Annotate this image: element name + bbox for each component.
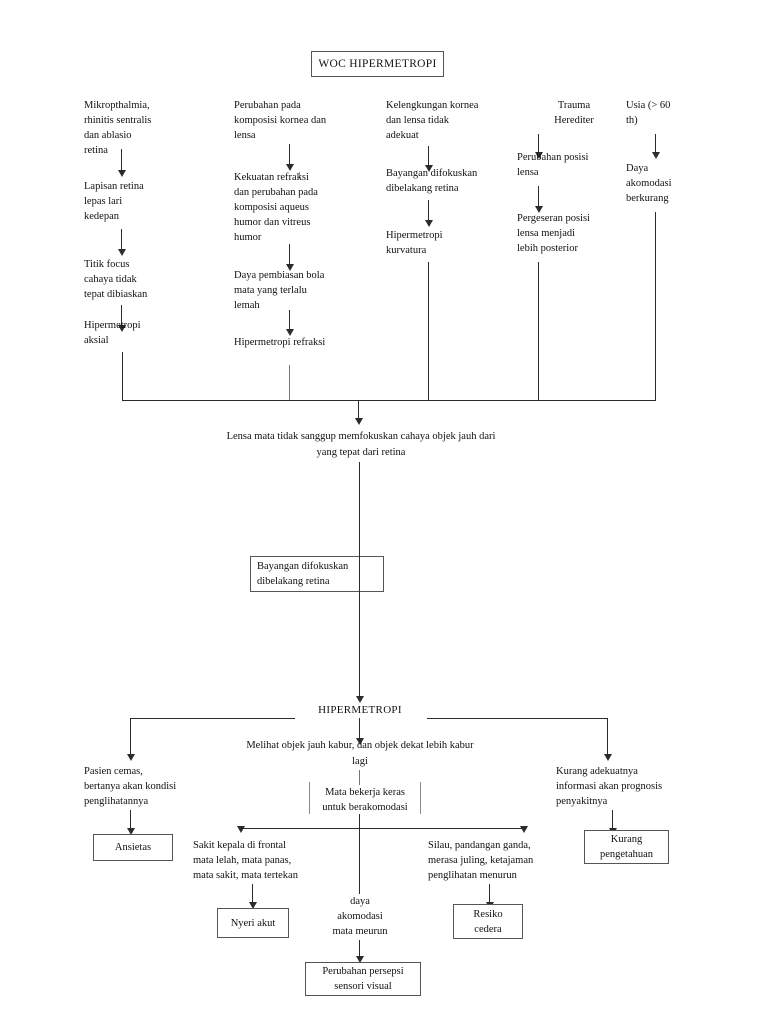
col2-busdrop: [289, 365, 290, 400]
col2-step3-text: Daya pembiasan bola mata yang terlalu le…: [234, 270, 325, 311]
col3-step3-text: Hipermetropi kurvatura: [386, 230, 443, 256]
col4-arrow-1: [535, 152, 543, 159]
diagnosis-box-ansietas: Ansietas: [93, 834, 173, 861]
accom-left-rule: [309, 782, 310, 814]
branch-perception-cause-text: daya akomodasi mata meurun: [332, 896, 388, 937]
col1-step3-text: Titik focus cahaya tidak tepat dibiaskan: [84, 259, 148, 300]
col2-arrow-1: [286, 164, 294, 171]
accom-bus-center-stem: [359, 814, 360, 828]
col3-connector-2: [428, 200, 429, 222]
main-bus-right: [427, 718, 607, 719]
col3-busdrop: [428, 262, 429, 400]
col1-arrow-1: [118, 170, 126, 177]
diagram-title-box: WOC HIPERMETROPI: [311, 51, 444, 77]
col3-arrow-2: [425, 220, 433, 227]
branch-anxiety-arrow: [127, 828, 135, 835]
mid-to-main-spine: [359, 592, 360, 698]
mid-box-bayangan: Bayangan difokuskan dibelakang retina: [250, 556, 384, 592]
diagnosis-box-nyeri-akut: Nyeri akut: [217, 908, 289, 938]
merge-spine-upper: [358, 400, 359, 420]
col1-busdrop: [122, 352, 123, 400]
merge-arrow: [355, 418, 363, 425]
main-bus-left-drop: [130, 718, 131, 756]
col2-step2-text: Kekuatan refraksi dan perubahan pada kom…: [234, 172, 318, 243]
diagnosis-box-perubahan-persepsi: Perubahan persepsi sensori visual: [305, 962, 421, 996]
merge-text: Lensa mata tidak sanggup memfokuskan cah…: [226, 431, 496, 458]
col2-step4-text: Hipermetropi refraksi: [234, 337, 326, 348]
col2-arrow-2: [286, 264, 294, 271]
col2-connector-1: [289, 144, 290, 166]
accom-bus-right-arrow: [520, 826, 528, 833]
col1-arrow-3: [118, 325, 126, 332]
main-center-drop: [359, 718, 360, 740]
col4-step2-text: Perubahan posisi lensa: [517, 152, 589, 178]
branch-pain-arrow: [249, 902, 257, 909]
col4-step1-text: Trauma Herediter: [554, 100, 594, 126]
col2-step1-text: Perubahan pada komposisi kornea dan lens…: [234, 100, 327, 141]
col3-connector-1: [428, 146, 429, 167]
merge-bus-line: [122, 400, 656, 401]
main-center-arrow: [356, 738, 364, 745]
branch-knowledge-cause-text: Kurang adekuatnya informasi akan prognos…: [556, 766, 663, 807]
branch-perception-arrow: [356, 956, 364, 963]
col1-connector-1: [121, 149, 122, 172]
col1-connector-2: [121, 229, 122, 251]
branch-perception-connector: [359, 940, 360, 958]
branch-perception-upper-line: [359, 828, 360, 894]
col1-connector-3: [121, 305, 122, 327]
branch-knowledge-connector: [612, 810, 613, 830]
branch-injury-connector: [489, 884, 490, 904]
branch-injury-cause-text: Silau, pandangan ganda, merasa juling, k…: [428, 840, 534, 881]
branch-anxiety-connector: [130, 810, 131, 830]
col2-connector-2: [289, 244, 290, 266]
col4-connector-2: [538, 186, 539, 208]
col4-arrow-2: [535, 206, 543, 213]
main-symptom-text: Melihat objek jauh kabur, dan objek deka…: [246, 740, 474, 767]
main-bus-left: [130, 718, 295, 719]
col2-inline-down-arrow-icon: ↓: [297, 169, 303, 181]
merge-spine-lower: [359, 462, 360, 575]
col5-step2-text: Daya akomodasi berkurang: [626, 163, 672, 204]
col1-step2-text: Lapisan retina lepas lari kedepan: [84, 181, 144, 222]
col5-arrow-1: [652, 152, 660, 159]
col2-connector-3: [289, 310, 290, 331]
col5-busdrop: [655, 212, 656, 400]
main-bus-right-drop: [607, 718, 608, 756]
branch-anxiety-cause-text: Pasien cemas, bertanya akan kondisi peng…: [84, 766, 177, 807]
symptom-to-accom-line: [359, 770, 360, 785]
col4-step3-text: Pergeseran posisi lensa menjadi lebih po…: [517, 213, 591, 254]
col3-step2-text: Bayangan difokuskan dibelakang retina: [386, 168, 478, 194]
col2-arrow-3: [286, 329, 294, 336]
diagnosis-box-resiko-cedera: Resiko cedera: [453, 904, 523, 939]
col5-connector-1: [655, 134, 656, 154]
col3-step1-text: Kelengkungan kornea dan lensa tidak adek…: [386, 100, 479, 141]
branch-pain-cause-text: Sakit kepala di frontal mata lelah, mata…: [193, 840, 298, 881]
mid-box-overlay-line: [359, 556, 360, 596]
branch-accommodation-cause-text: Mata bekerja keras untuk berakomodasi: [322, 787, 408, 813]
mid-to-main-arrow: [356, 696, 364, 703]
col1-step1-text: Mikropthalmia, rhinitis sentralis dan ab…: [84, 100, 152, 156]
main-label-hipermetropi: HIPERMETROPI: [318, 704, 402, 716]
accom-bus-line: [240, 828, 524, 829]
col3-arrow-1: [425, 165, 433, 172]
col5-step1-text: Usia (> 60 th): [626, 100, 671, 126]
col1-step4-text: Hipermetropi aksial: [84, 320, 141, 346]
branch-pain-connector: [252, 884, 253, 904]
accom-bus-left-arrow: [237, 826, 245, 833]
diagnosis-box-kurang-pengetahuan: Kurang pengetahuan: [584, 830, 669, 864]
main-bus-right-arrow: [604, 754, 612, 761]
col4-busdrop: [538, 262, 539, 400]
col1-arrow-2: [118, 249, 126, 256]
main-bus-left-arrow: [127, 754, 135, 761]
accom-right-rule: [420, 782, 421, 814]
col4-connector-1: [538, 134, 539, 154]
